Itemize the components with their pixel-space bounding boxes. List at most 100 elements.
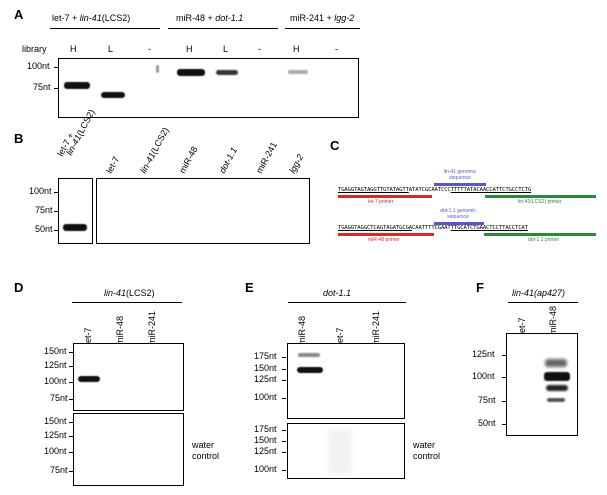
- panel-b-marker-50: 50nt: [35, 224, 53, 234]
- panel-f-lane-2: miR-48: [548, 305, 558, 335]
- panel-e-band-mir48: [297, 367, 323, 373]
- panel-d-marker-100-tick: [69, 382, 73, 383]
- panel-a-lane-3: -: [148, 44, 151, 54]
- panel-b-lane-6: miR-241: [254, 140, 279, 175]
- panel-d-lane-2: miR-48: [115, 315, 125, 345]
- panel-f-title: lin-41(ap427): [512, 288, 566, 298]
- panel-f-marker-50-tick: [502, 424, 506, 425]
- panel-c-seq1-let7-primer: let-7 primer: [368, 199, 394, 205]
- panel-e-water-marker-175: 175nt: [254, 424, 277, 434]
- panel-c-seq2-green-bar: [484, 233, 596, 236]
- panel-c-seq2-mir48-primer: miR-48 primer: [368, 237, 400, 243]
- panel-b-marker-75-tick: [54, 211, 58, 212]
- panel-c-seq1-green-bar: [485, 195, 596, 198]
- panel-c-seq1-red-bar: [338, 195, 432, 198]
- panel-a-group-3-line: [285, 28, 360, 29]
- panel-d-water-marker-100-tick: [69, 452, 73, 453]
- panel-b-marker-50-tick: [54, 230, 58, 231]
- panel-e-marker-125-tick: [282, 380, 286, 381]
- panel-c-seq2-blue-bar: [434, 222, 484, 225]
- panel-a-marker-75-tick: [54, 88, 58, 89]
- panel-f-band-mir48-main: [544, 372, 570, 381]
- panel-b-lane-7: lgg-2: [287, 152, 306, 175]
- panel-d-lane-3: miR-241: [147, 310, 157, 345]
- panel-a-band-mir48-h: [177, 69, 205, 76]
- panel-e-water-gel: [287, 423, 405, 479]
- panel-b-gel-1: [58, 178, 93, 244]
- panel-f-marker-75: 75nt: [478, 395, 496, 405]
- panel-c-seq2-red-bar: [338, 233, 434, 236]
- panel-f-marker-125-tick: [502, 355, 506, 356]
- panel-c-seq2-dot11-primer: dot-1.1 primer: [528, 237, 560, 243]
- panel-e-marker-100-tick: [282, 398, 286, 399]
- panel-e-water-marker-100: 100nt: [254, 464, 277, 474]
- panel-b-gel-2: [96, 178, 310, 244]
- panel-e-marker-150: 150nt: [254, 363, 277, 373]
- panel-d-water-marker-125-tick: [69, 436, 73, 437]
- panel-a-marker-75: 75nt: [33, 82, 51, 92]
- panel-f-gel: [506, 333, 578, 436]
- panel-f-marker-100-tick: [502, 377, 506, 378]
- panel-e-lane-1: miR-48: [297, 315, 307, 345]
- panel-c-seq1-lin41-primer: lin-41(LCS2) primer: [518, 199, 562, 205]
- panel-d-water-marker-125: 125nt: [44, 430, 67, 440]
- panel-a-gel: [58, 58, 359, 118]
- panel-f-label: F: [476, 280, 484, 295]
- panel-a-smudge: [156, 65, 159, 73]
- panel-d-marker-100: 100nt: [44, 376, 67, 386]
- panel-a-marker-100: 100nt: [27, 61, 50, 71]
- panel-e-title: dot-1.1: [323, 288, 352, 298]
- panel-c-seq1: TGAGGTAGTAGGTTGTATAGTTATATCGCAATCCCTTTTT…: [338, 187, 532, 193]
- panel-b-lane-5: dot-1.1: [217, 145, 240, 175]
- panel-d-marker-75-tick: [69, 399, 73, 400]
- panel-e-water-marker-125-tick: [282, 452, 286, 453]
- panel-f-band-mir48-75: [547, 398, 565, 402]
- panel-a-label: A: [14, 7, 24, 22]
- panel-e-title-line: [288, 302, 406, 303]
- panel-e-gel: [287, 343, 405, 419]
- panel-d-water-marker-100: 100nt: [44, 446, 67, 456]
- panel-b-marker-75: 75nt: [35, 205, 53, 215]
- panel-e-water-smear: [328, 429, 352, 475]
- panel-e-marker-175-tick: [282, 357, 286, 358]
- panel-b-label: B: [14, 131, 24, 146]
- panel-f-title-line: [508, 302, 578, 303]
- panel-a-lane-5: L: [223, 44, 229, 54]
- panel-b-marker-100-tick: [54, 192, 58, 193]
- panel-a-lane-6: -: [258, 44, 261, 54]
- panel-f-marker-100: 100nt: [472, 371, 495, 381]
- panel-d-water-marker-150: 150nt: [44, 416, 67, 426]
- panel-a-marker-100-tick: [54, 67, 58, 68]
- panel-a-band-let7-h: [64, 82, 90, 89]
- panel-a-library-label: library: [22, 44, 47, 54]
- panel-d-water-marker-75-tick: [69, 471, 73, 472]
- panel-d-band-let7: [78, 376, 100, 382]
- panel-a-group-2-title: miR-48 + dot-1.1: [176, 13, 244, 23]
- panel-f-band-mir48-upper: [545, 359, 567, 367]
- panel-d-label: D: [14, 280, 24, 295]
- panel-a-group-1-line: [50, 28, 160, 29]
- panel-f-marker-125: 125nt: [472, 349, 495, 359]
- panel-e-marker-100: 100nt: [254, 392, 277, 402]
- panel-a-group-3-title: miR-241 + lgg-2: [290, 13, 355, 23]
- panel-e-water-marker-175-tick: [282, 430, 286, 431]
- panel-a-band-let7-l: [101, 92, 125, 98]
- panel-b-marker-100: 100nt: [29, 186, 52, 196]
- panel-e-marker-175: 175nt: [254, 351, 277, 361]
- panel-b-band-let7-lin41: [63, 224, 87, 231]
- panel-a-lane-2: L: [108, 44, 114, 54]
- panel-c-label: C: [330, 138, 340, 153]
- panel-a-group-2-line: [168, 28, 278, 29]
- panel-d-marker-125-tick: [69, 366, 73, 367]
- panel-f-band-mir48-lower: [546, 385, 568, 391]
- panel-e-marker-125: 125nt: [254, 374, 277, 384]
- panel-d-water-marker-75: 75nt: [50, 465, 68, 475]
- panel-e-label: E: [245, 280, 254, 295]
- panel-a-band-mir241-h: [288, 70, 308, 74]
- panel-e-water-marker-125: 125nt: [254, 446, 277, 456]
- panel-b-lane-2: let-7: [104, 154, 122, 175]
- panel-e-marker-150-tick: [282, 369, 286, 370]
